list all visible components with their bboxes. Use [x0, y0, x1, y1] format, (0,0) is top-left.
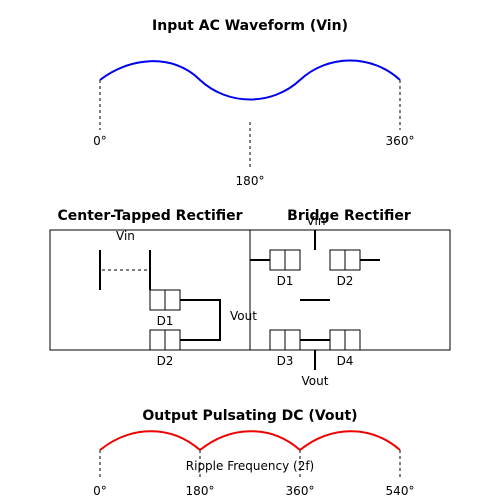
input-waveform-title: Input AC Waveform (Vin) — [152, 18, 348, 34]
ct-d1-label: D1 — [157, 314, 174, 328]
bridge-diode-d4 — [329, 329, 361, 351]
ct-vout-label: Vout — [230, 309, 257, 323]
bridge-vin-label: Vin — [307, 214, 326, 228]
output-tick-180: 180° — [186, 484, 215, 498]
ct-vin-label: Vin — [116, 229, 135, 243]
input-sine-wave — [99, 59, 401, 101]
ct-diode-d1 — [149, 289, 181, 311]
bridge-d1-label: D1 — [277, 274, 294, 288]
bridge-vout-label: Vout — [302, 374, 329, 388]
ct-d2-label: D2 — [157, 354, 174, 368]
input-tick-360: 360° — [386, 134, 415, 148]
output-waveform-title: Output Pulsating DC (Vout) — [142, 408, 357, 424]
bridge-d4-label: D4 — [337, 354, 354, 368]
ct-diode-d2 — [149, 329, 181, 351]
bridge-d2-label: D2 — [337, 274, 354, 288]
output-tick-360: 360° — [286, 484, 315, 498]
input-tick-0: 0° — [93, 134, 107, 148]
center-tapped-title: Center-Tapped Rectifier — [57, 208, 242, 224]
bridge-title: Bridge Rectifier — [287, 208, 411, 224]
output-tick-540: 540° — [386, 484, 415, 498]
bridge-diode-d3 — [269, 329, 301, 351]
input-tick-180: 180° — [236, 174, 265, 188]
bridge-diode-d1 — [269, 249, 301, 271]
output-pulsating-wave — [99, 430, 401, 452]
bridge-diode-d2 — [329, 249, 361, 271]
output-tick-0: 0° — [93, 484, 107, 498]
ripple-frequency-label: Ripple Frequency (2f) — [186, 459, 314, 473]
ct-output-wire — [180, 299, 221, 341]
bridge-d3-label: D3 — [277, 354, 294, 368]
